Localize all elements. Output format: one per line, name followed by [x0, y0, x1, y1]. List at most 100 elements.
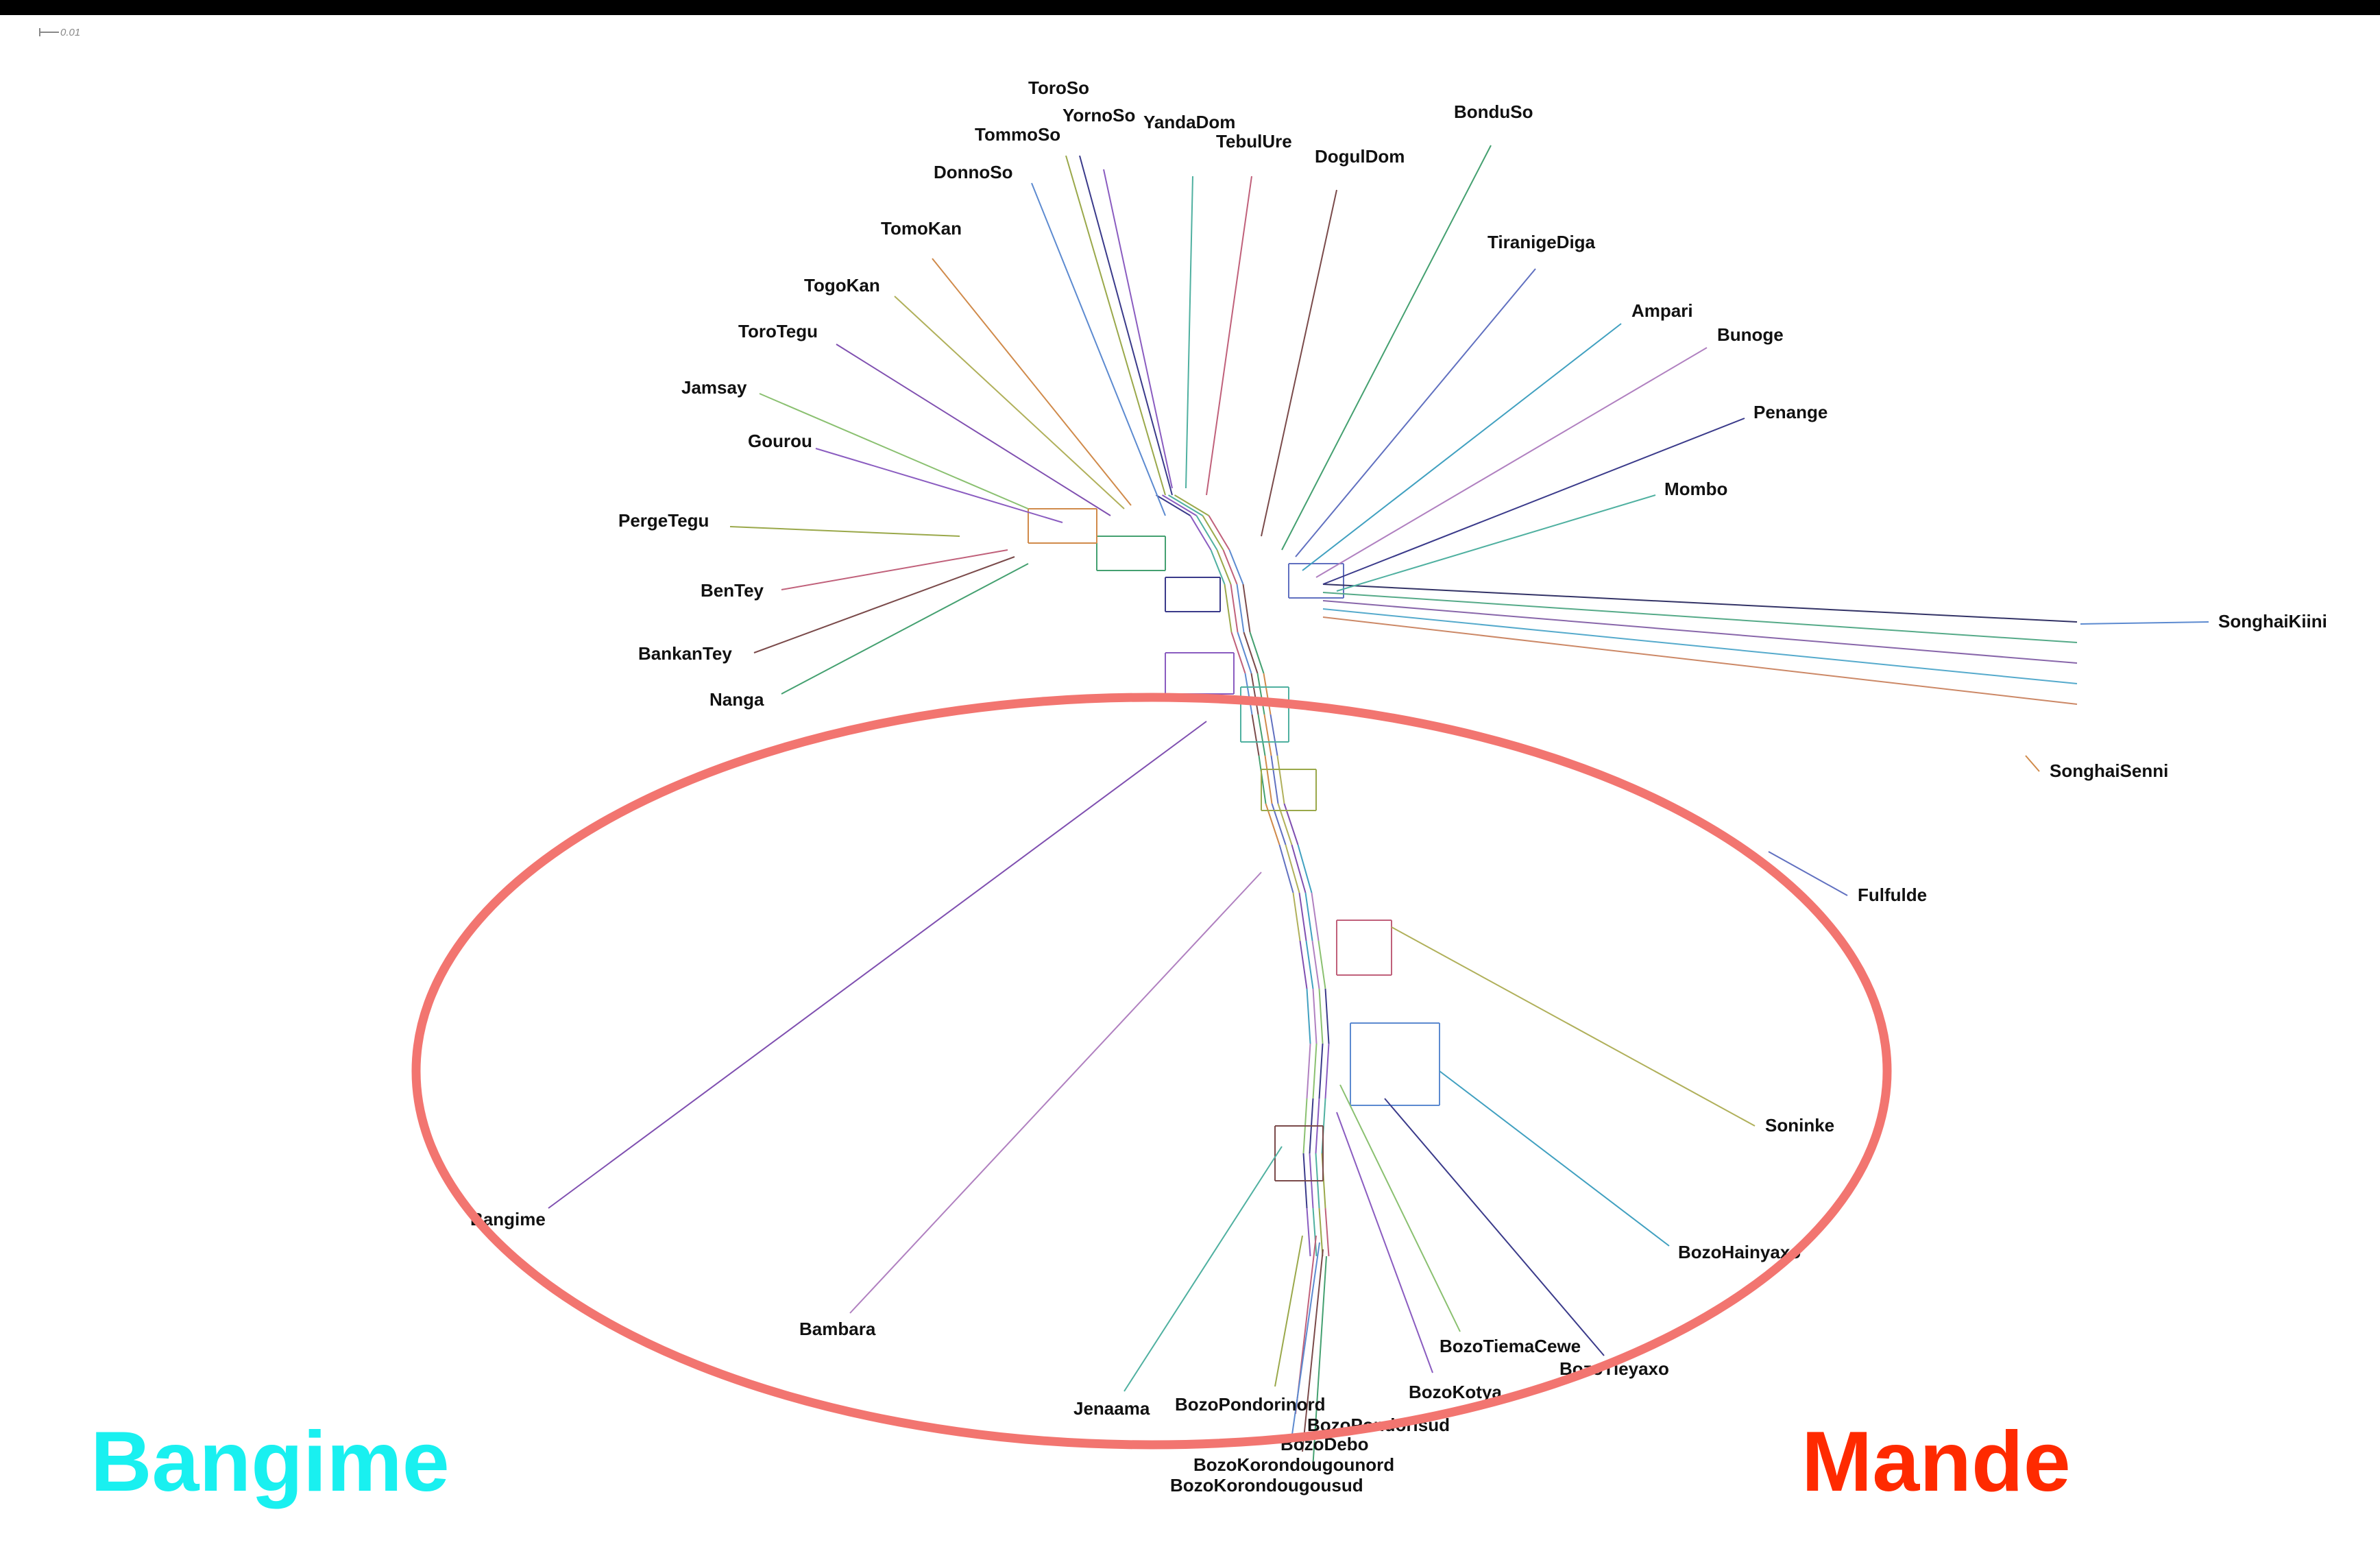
network-core-edge — [1236, 584, 1245, 633]
mande-group-ellipse — [411, 693, 1892, 1450]
network-core-edge — [1318, 988, 1324, 1044]
network-core-edge — [1306, 1208, 1311, 1257]
leaf-edge — [1281, 145, 1492, 551]
leaf-edge — [1291, 1242, 1320, 1435]
network-core-edge — [1257, 714, 1266, 756]
network-core-edge — [1256, 673, 1265, 715]
leaf-edge — [1339, 1084, 1461, 1332]
leaf-edge — [2025, 755, 2040, 772]
network-core-edge — [1189, 515, 1212, 551]
network-core-edge — [1224, 584, 1232, 633]
taxon-label: TebulUre — [1216, 131, 1292, 152]
taxon-label: BozoKorondougounord — [1193, 1454, 1394, 1475]
taxon-label: SonghaiKiini — [2218, 611, 2327, 632]
leaf-edge — [1206, 176, 1252, 496]
taxon-label: BozoPondorinord — [1175, 1394, 1326, 1415]
taxon-label: BozoHainyaxo — [1678, 1242, 1801, 1262]
taxon-label: Gourou — [748, 431, 812, 451]
network-core-edge — [1312, 1208, 1318, 1257]
taxon-label: Bambara — [799, 1319, 876, 1339]
songhai-branch-edge — [1322, 584, 2078, 623]
leaf-edge — [849, 872, 1262, 1314]
taxon-label: Ampari — [1631, 300, 1693, 321]
leaf-edge — [1079, 155, 1173, 496]
network-core-edge — [1167, 494, 1204, 516]
network-core-edge — [1291, 844, 1307, 893]
network-core-edge — [1195, 515, 1218, 551]
leaf-edge — [815, 448, 1063, 523]
leaf-edge — [1315, 347, 1708, 578]
network-core-edge — [1312, 988, 1318, 1044]
network-core-edge — [1216, 549, 1232, 585]
taxon-label: DogulDom — [1315, 146, 1405, 167]
leaf-edge — [1302, 323, 1622, 571]
bangime-group-label: Bangime — [90, 1415, 450, 1509]
network-core-edge — [1324, 1208, 1330, 1257]
network-core-edge — [1306, 988, 1311, 1044]
scale-bar-label: 0.01 — [60, 27, 80, 38]
leaf-edge — [1439, 1070, 1670, 1247]
network-core-edge — [1324, 988, 1330, 1044]
taxon-label: Penange — [1753, 402, 1827, 422]
network-core-edge — [1298, 892, 1307, 941]
leaf-edge — [1103, 169, 1173, 489]
network-core-edge — [1270, 714, 1278, 756]
network-core-edge — [1242, 584, 1251, 633]
network-core-edge — [1306, 1043, 1311, 1099]
network-core-edge — [1318, 940, 1326, 989]
network-core-edge — [1249, 632, 1265, 674]
taxon-label: PergeTegu — [618, 510, 709, 531]
network-core-edge — [1174, 494, 1210, 516]
taxon-label: Nanga — [709, 689, 764, 710]
taxon-label: BozoTiemaCewe — [1440, 1336, 1581, 1356]
network-core-edge — [1230, 584, 1239, 633]
leaf-edge — [2080, 621, 2209, 625]
taxon-label: SonghaiSenni — [2050, 760, 2168, 781]
scale-bar: 0.01 — [39, 27, 80, 38]
leaf-edge — [932, 258, 1132, 506]
network-core-edge — [1230, 632, 1246, 674]
leaf-edge — [1261, 189, 1337, 537]
leaf-edge — [1768, 851, 1848, 896]
taxon-label: BenTey — [701, 580, 764, 601]
leaf-edge — [1124, 1146, 1283, 1392]
taxon-label: Jenaama — [1073, 1398, 1150, 1419]
network-core-edge — [1210, 549, 1226, 585]
network-core-edge — [1270, 755, 1279, 804]
taxon-label: YandaDom — [1143, 112, 1235, 132]
network-core-edge — [1311, 892, 1320, 941]
leaf-edge — [836, 344, 1111, 516]
network-core-edge — [1304, 892, 1313, 941]
network-core-edge — [1318, 1043, 1324, 1099]
leaf-edge — [1295, 268, 1536, 557]
leaf-edge — [1322, 418, 1745, 585]
network-core-edge — [1264, 755, 1273, 804]
network-core-edge — [1299, 940, 1308, 989]
network-core-edge — [1285, 844, 1300, 893]
network-core-edge — [1161, 494, 1198, 516]
taxon-label: TogoKan — [804, 275, 880, 296]
network-core-edge — [1228, 549, 1244, 585]
songhai-branch-edge — [1322, 592, 2078, 643]
leaf-edge — [894, 296, 1125, 509]
network-core-edge — [1276, 755, 1285, 804]
leaf-edge — [1391, 926, 1756, 1127]
taxon-label: TomoKan — [881, 218, 962, 239]
leaf-edge — [753, 556, 1015, 653]
leaf-edge — [548, 721, 1207, 1209]
songhai-branch-edge — [1322, 616, 2078, 705]
songhai-branch-edge — [1322, 608, 2078, 684]
leaf-edge — [1302, 1249, 1324, 1452]
leaf-edge — [1336, 1112, 1433, 1373]
network-core-edge — [1311, 940, 1320, 989]
network-core-edge — [1324, 1043, 1330, 1099]
taxon-label: YornoSo — [1062, 105, 1135, 125]
leaf-edge — [1031, 182, 1166, 516]
taxon-label: BozoKotya — [1409, 1382, 1502, 1402]
network-core-edge — [1292, 892, 1301, 941]
songhai-branch-edge — [1322, 600, 2078, 664]
mande-group-label: Mande — [1801, 1415, 2071, 1509]
leaf-edge — [781, 549, 1008, 590]
